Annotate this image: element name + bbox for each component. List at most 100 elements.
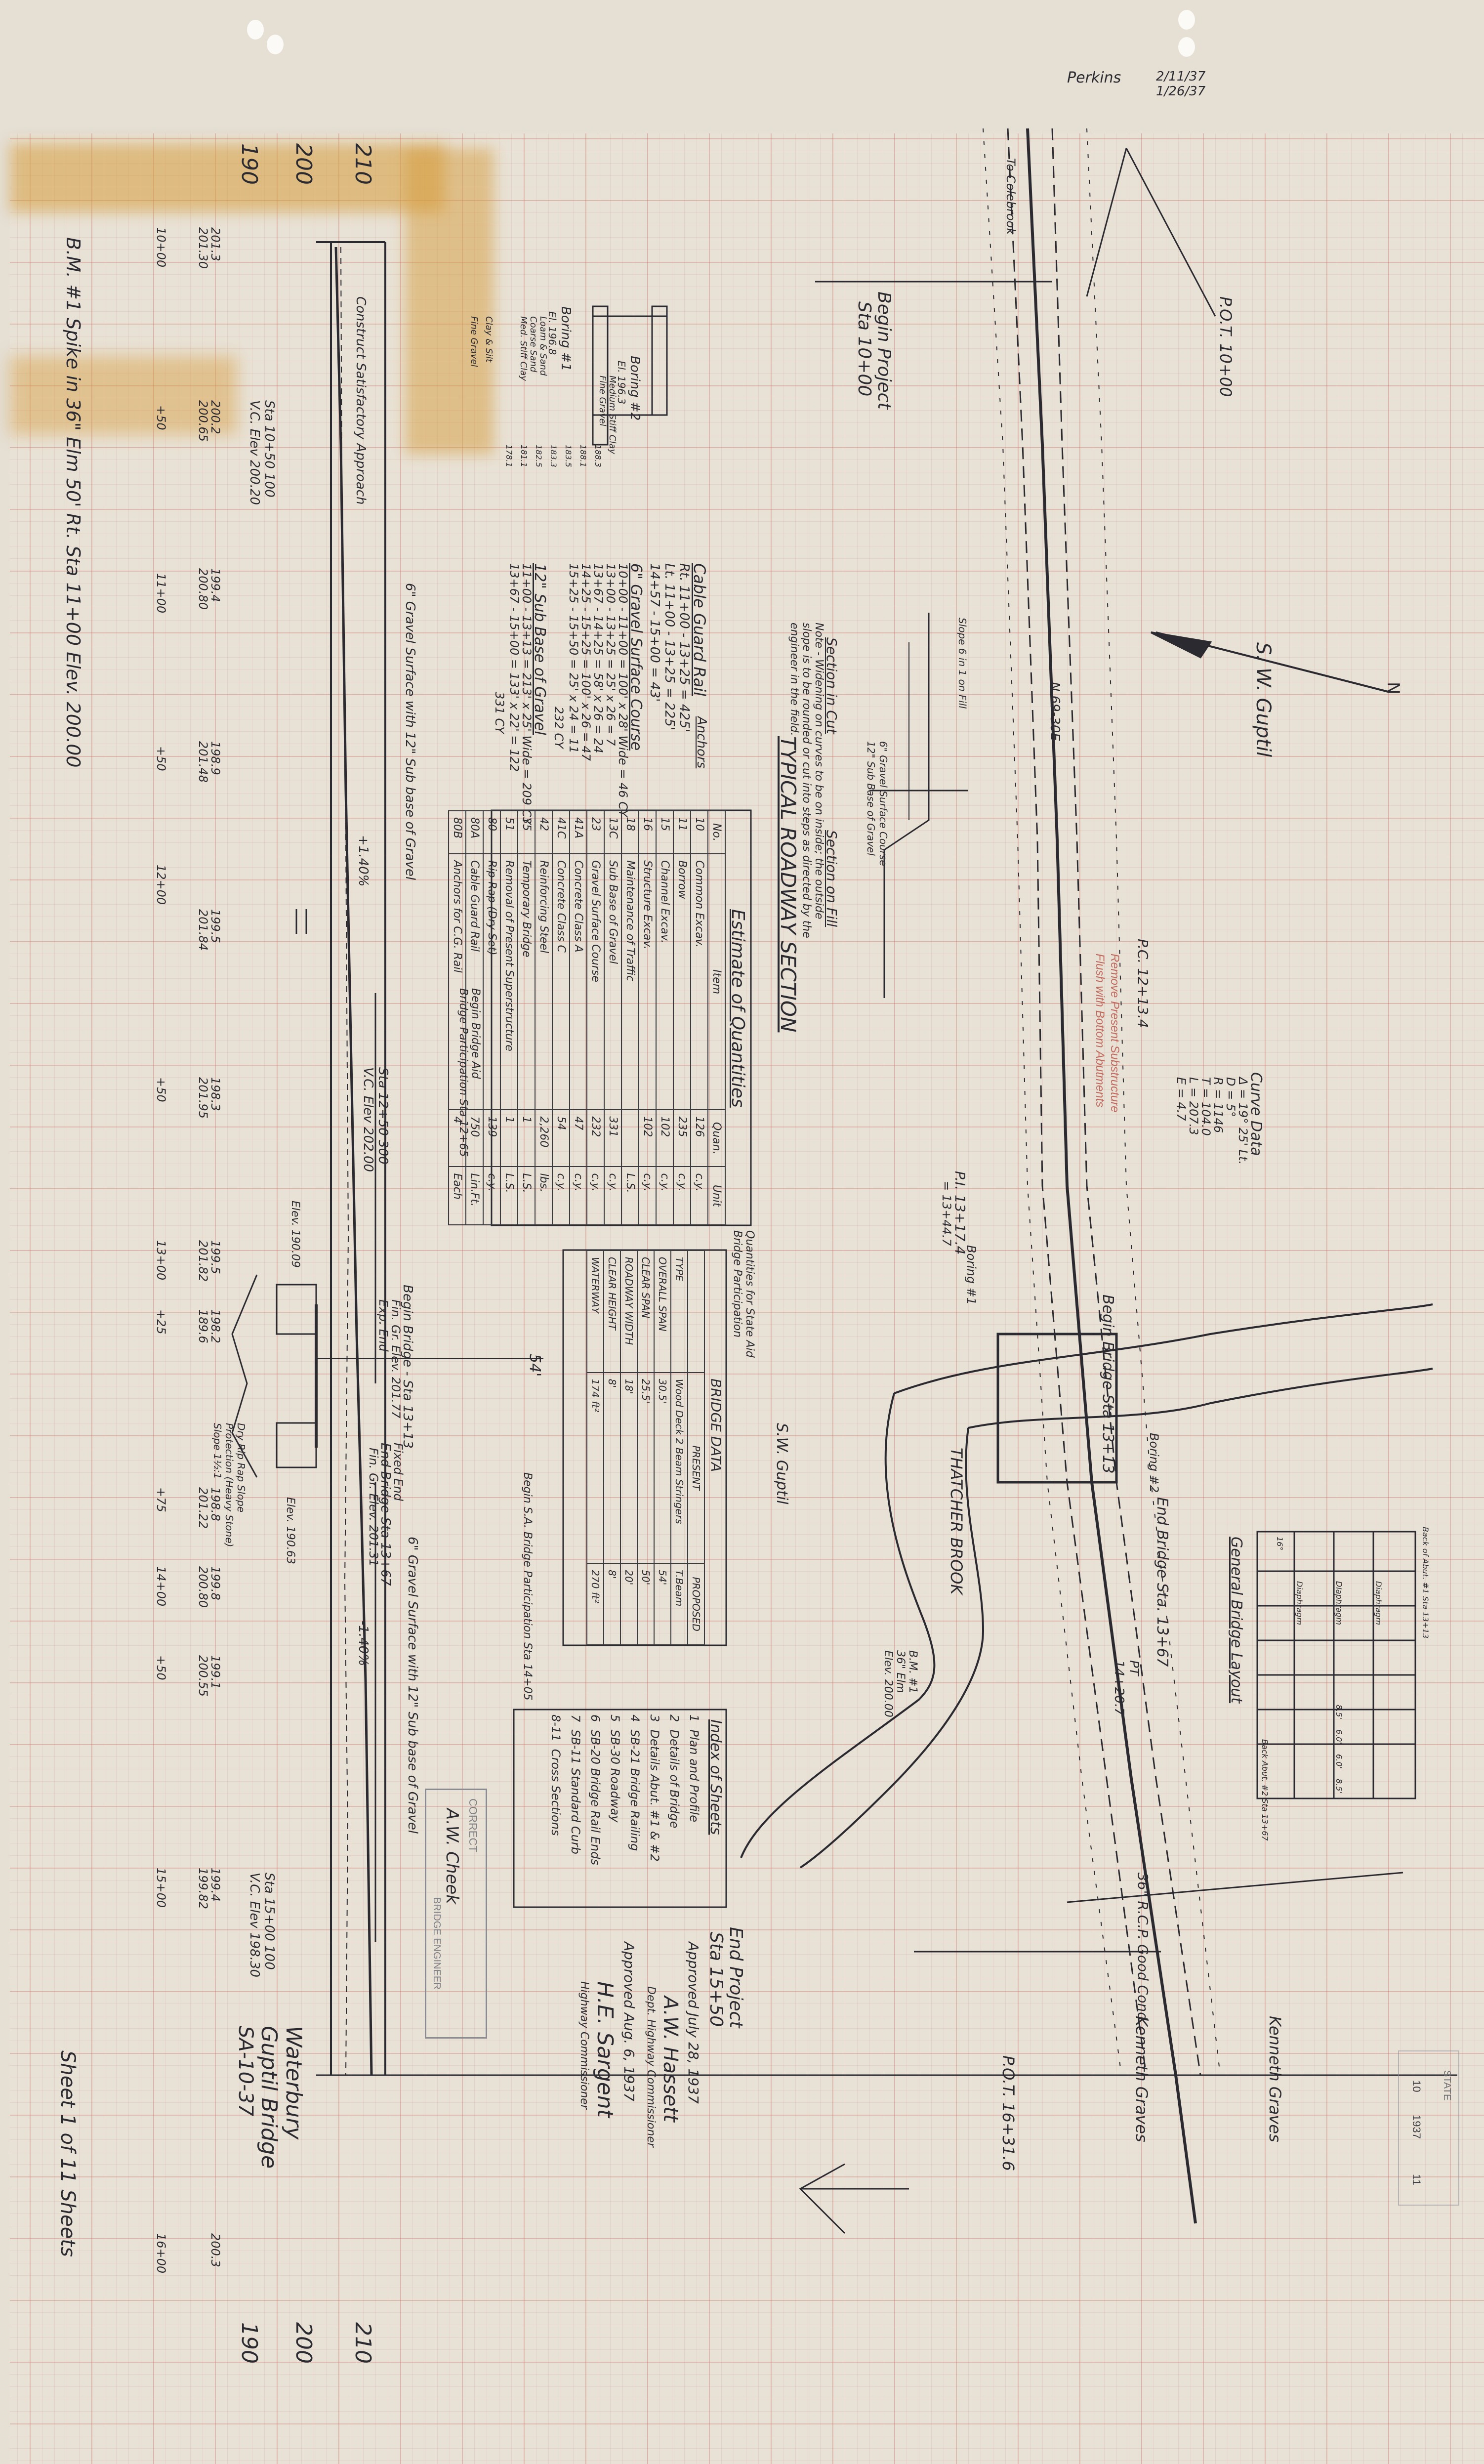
stamp-text: CORRECT [467, 1798, 479, 1852]
cell: 42 [535, 811, 552, 854]
cell: Concrete Class A [570, 854, 587, 1110]
corner-label: 10 [1410, 2080, 1423, 2092]
ground-elev: 198.3 [208, 1077, 222, 1111]
paper-top-margin [0, 0, 1484, 133]
section-note: Note - Widening on curves to be on insid… [813, 623, 825, 919]
cell: 54 [552, 1110, 570, 1167]
cell: 174 ft² [587, 1372, 604, 1564]
cell: 18 [621, 811, 639, 854]
pot-label: P.O.T. 16+31.6 [999, 2055, 1018, 2171]
cell: 1 [518, 1110, 535, 1167]
date-label: 2/11/37 [1156, 69, 1206, 84]
gravel-row: 15+25 - 15+50 = 25' x 24 = 11 [567, 563, 580, 753]
station-label: 13+00 [154, 1240, 168, 1281]
vertical-curve-note: Sta 12+50 300 V.C. Elev 202.00 [361, 1067, 390, 1172]
sheet-title: Details of Bridge [667, 1729, 681, 1829]
cell: CLEAR HEIGHT [604, 1251, 620, 1373]
header-cell: Item [708, 854, 725, 1110]
sheet-title: SB-11 Standard Curb [569, 1729, 582, 1854]
elevation-tick: 190 [237, 2322, 262, 2364]
brook-bank [894, 1303, 1433, 1394]
curve-data-row: R = 1146 [1211, 1077, 1225, 1133]
boring-depth: 181.1 [519, 445, 529, 467]
station-label: 12+00 [154, 865, 168, 905]
sheet-no: 1 [687, 1714, 701, 1722]
project-name: Guptil Bridge [256, 2026, 282, 2169]
curve-data-row: Δ = 19° 25' Lt. [1236, 1077, 1250, 1165]
stamp-text: BRIDGE ENGINEER [431, 1897, 442, 1990]
cell: 2,260 [535, 1110, 552, 1167]
participation-note: Begin Bridge Aid [469, 988, 482, 1079]
cell: 15 [656, 811, 673, 854]
ground-elev: 201.3 [208, 227, 222, 261]
remove-note: Flush with Bottom Abutments [1093, 954, 1107, 1108]
cell: Common Excav. [691, 854, 708, 1110]
owner-name: Kenneth Graves [1266, 2016, 1284, 2142]
gravel-row: 14+25 - 15+25 = 100' x 26 = 47 [579, 563, 593, 761]
grade-elev: 199.82 [196, 1868, 210, 1909]
corner-label: STATE [1442, 2070, 1452, 2101]
soil-layer: Loam & Sand [538, 316, 548, 376]
section-on-fill: Section on Fill [824, 830, 840, 927]
bridge-data-title: BRIDGE DATA [708, 1378, 724, 1472]
north-label: N [1383, 682, 1403, 695]
cell: c.y. [691, 1167, 708, 1225]
end-project-station: Sta 15+50 [706, 1932, 726, 2027]
cell: 13C [604, 811, 621, 854]
soil-layer: Fine Gravel [597, 376, 608, 426]
soil-layer: Coarse Sand [528, 316, 538, 373]
cell: lbs. [535, 1167, 552, 1225]
grade-elev: 189.6 [196, 1309, 210, 1343]
cell: Wood Deck 2 Beam Stringers [671, 1372, 688, 1564]
fixed-end: Fixed End [391, 1443, 405, 1501]
section-subbase: 12" Sub Base of Gravel [865, 741, 877, 856]
section-gravel: 6" Gravel Surface Course [877, 741, 889, 866]
sheet-no: 8-11 [549, 1714, 563, 1742]
section-in-cut: Section in Cut [824, 637, 840, 734]
pi-label: = 13+44.7 [940, 1181, 953, 1246]
water-stain [10, 143, 445, 212]
signature: A.W. Hassett [659, 1996, 682, 2122]
brook-bank [740, 1393, 936, 1858]
cell: L.S. [518, 1167, 535, 1225]
cell: 25.5' [637, 1372, 654, 1564]
paper-left-margin [0, 133, 10, 2464]
ground-elev: 198.2 [208, 1309, 222, 1343]
pt-label: PT [1126, 1660, 1141, 1676]
bottom-elev: Elev. 190.09 [289, 1201, 301, 1268]
cell: 35 [518, 811, 535, 854]
pt-label: 14+20.7 [1112, 1660, 1126, 1716]
sheet-no: 4 [628, 1714, 642, 1722]
cell: 139 [483, 1110, 500, 1167]
bench-mark-label: 36" Elm [894, 1650, 907, 1693]
cell: L.S. [621, 1167, 639, 1225]
cell: WATERWAY [587, 1251, 604, 1373]
layout-note: Diaphragm [1295, 1581, 1304, 1625]
begin-bridge-label: Begin Bridge Sta 13+13 [1099, 1295, 1116, 1474]
cell: CLEAR SPAN [637, 1251, 654, 1373]
cell: 11 [673, 811, 691, 854]
cell: 50' [637, 1563, 654, 1645]
guard-rail-row: 14+57 - 15+00 = 43' [647, 563, 662, 702]
layout-title: General Bridge Layout [1228, 1537, 1245, 1704]
brook-bank [968, 1368, 1433, 1429]
guard-rail-row: Lt. 11+00 - 13+25 = 225' [662, 563, 677, 731]
list-item: 3 Details Abut. #1 & #2 [645, 1714, 664, 1865]
begin-project-station: Sta 10+00 [854, 301, 874, 397]
cell: c.y. [604, 1167, 621, 1225]
gravel-total: 232 CY [552, 707, 566, 749]
cell: c.y. [656, 1167, 673, 1225]
owner-name: S. W. Guptil [1252, 642, 1275, 757]
grade-elev: 201.22 [196, 1487, 210, 1529]
quantities-side-note: Quantities for State Aid [743, 1230, 756, 1358]
cell: Borrow [673, 854, 691, 1110]
